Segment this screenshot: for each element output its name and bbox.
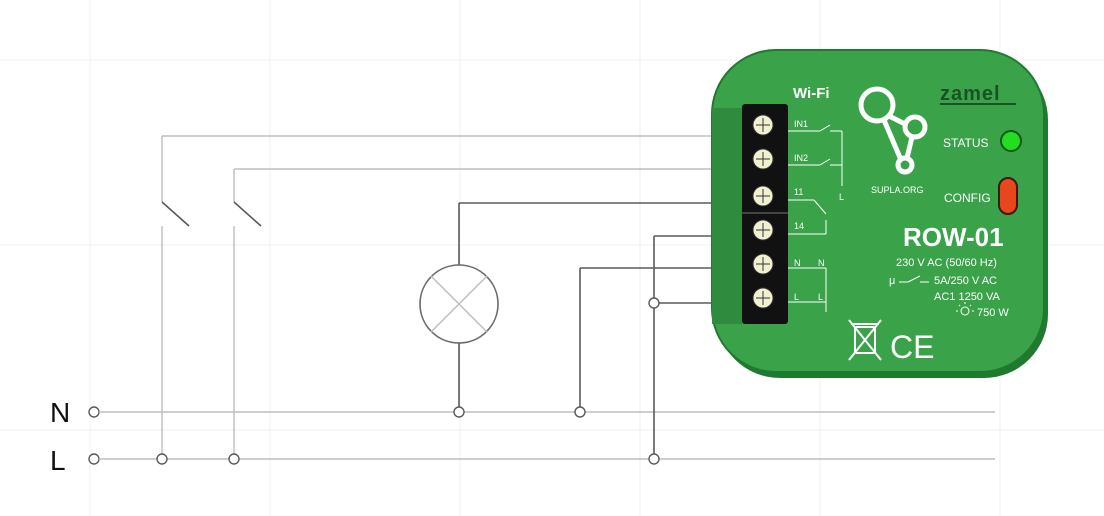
spec-lamp: 750 W: [977, 307, 1009, 319]
power-bus: N L: [50, 397, 995, 476]
terminal-n: N: [794, 258, 801, 268]
bus-l-label: L: [50, 445, 66, 476]
status-led: [1000, 130, 1022, 152]
bus-n-label: N: [50, 397, 70, 428]
ce-mark: CE: [890, 329, 934, 365]
spec-current: 5A/250 V AC: [934, 275, 997, 287]
terminal-l-right: L: [818, 292, 823, 302]
brand-logo: zamel: [940, 83, 1001, 105]
terminal-screws: [752, 114, 774, 309]
terminal-in2: IN2: [794, 153, 808, 163]
wire-14-to-l: [648, 235, 718, 465]
terminal-11: 11: [794, 187, 803, 197]
weee-bin-icon: [848, 319, 882, 361]
terminal-14: 14: [794, 221, 804, 231]
terminal-l: L: [794, 292, 799, 302]
model-label: ROW-01: [903, 222, 1004, 252]
terminal-n-right: N: [818, 258, 825, 268]
schematic-l-mark: L: [839, 192, 844, 202]
lamp: [419, 202, 718, 418]
internal-schematic: [788, 124, 843, 312]
config-button[interactable]: [998, 177, 1018, 215]
relay-module: IN1 IN2 11 14 N L N L L Wi-Fi zamel: [711, 49, 1048, 378]
spec-ac1: AC1 1250 VA: [934, 291, 1001, 303]
wifi-label: Wi-Fi: [793, 85, 830, 102]
terminal-in1: IN1: [794, 119, 808, 129]
supla-logo-icon: [858, 86, 928, 175]
terminal-rail: [712, 108, 742, 324]
status-label: STATUS: [943, 136, 989, 150]
bus-l-terminal: [88, 453, 100, 465]
wire-n-to-n: [574, 267, 718, 418]
spec-mu: μ: [889, 275, 895, 287]
bus-n-terminal: [88, 406, 100, 418]
contact-symbol-icon: [899, 275, 929, 283]
spec-voltage: 230 V AC (50/60 Hz): [896, 257, 997, 269]
switch-1: [156, 135, 718, 465]
supla-label: SUPLA.ORG: [871, 185, 924, 195]
switch-2: [228, 168, 718, 465]
bulb-icon: [956, 302, 974, 316]
config-label: CONFIG: [944, 191, 991, 205]
